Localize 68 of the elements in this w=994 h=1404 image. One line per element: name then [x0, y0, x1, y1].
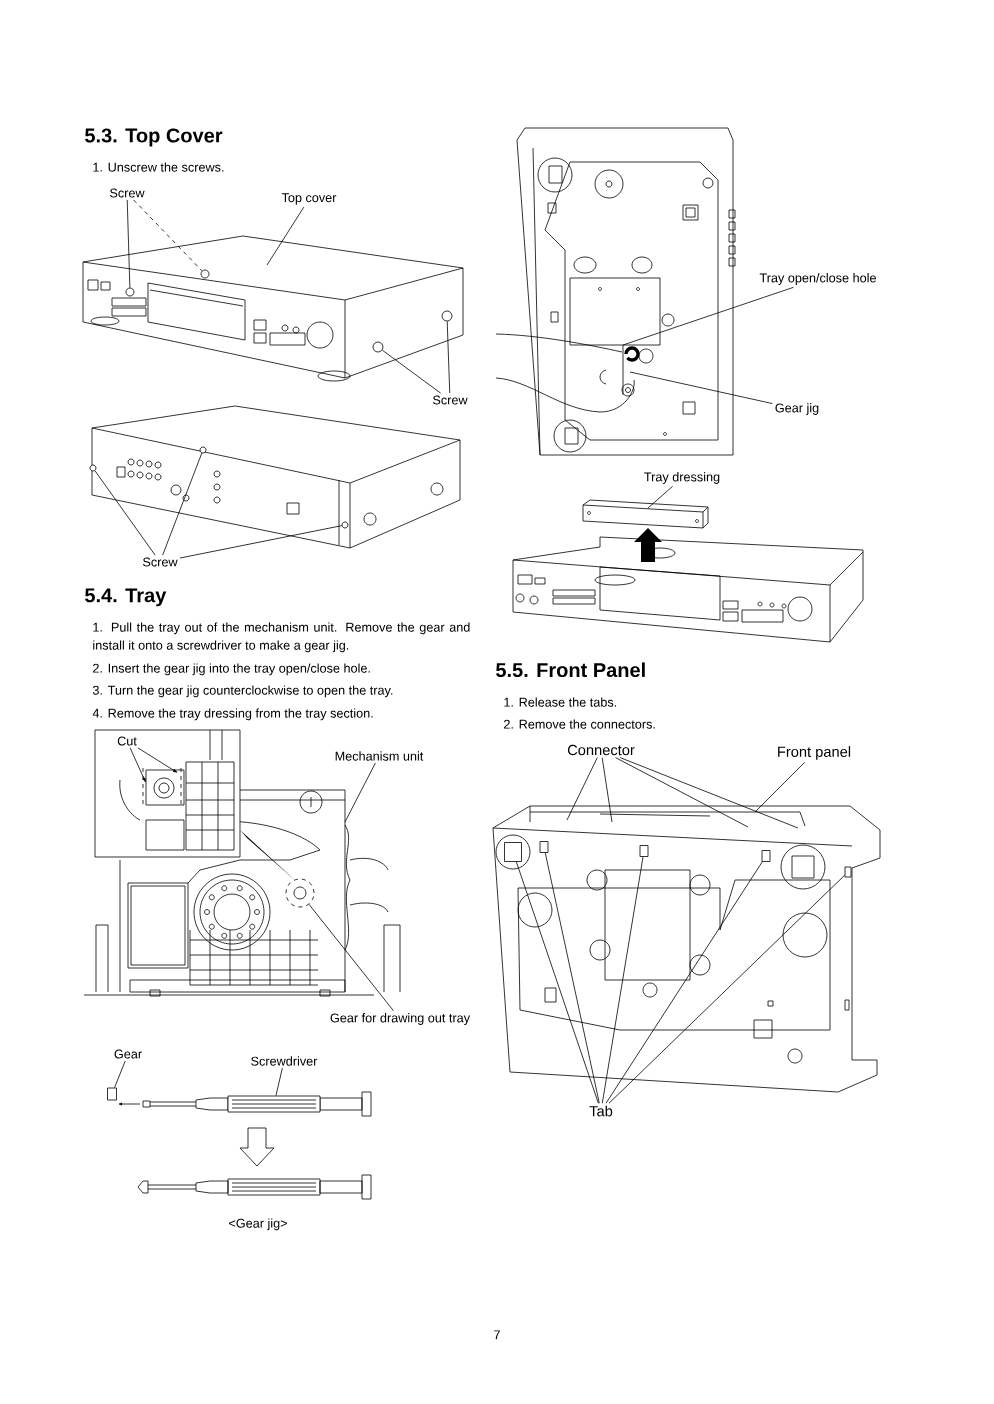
callout-label: Gear [114, 1049, 142, 1059]
caption: <Gear jig> [229, 1218, 287, 1231]
callout-label: Screw [110, 188, 145, 198]
page-number: 7 [494, 1330, 500, 1340]
tab [844, 866, 852, 878]
instruction-step: 2. Remove the connectors. [504, 719, 655, 729]
leader-line [126, 199, 131, 288]
callout-label: Screw [143, 557, 178, 567]
leader-line [629, 371, 773, 404]
instruction-step: 3. Turn the gear jig counterclockwise to open the tray. [92, 685, 393, 698]
leader-line [275, 1067, 283, 1096]
dashed-circle-mark [285, 878, 315, 908]
section-heading: 5.5. Front Panel [496, 662, 645, 678]
instruction-step: 1. Unscrew the screws. [93, 162, 224, 172]
tab [504, 842, 522, 862]
leader-line [622, 286, 794, 346]
leader-line [605, 861, 763, 1104]
leader-line [608, 874, 845, 1104]
tab [107, 1087, 117, 1101]
callout-label: Mechanism unit [335, 751, 424, 761]
callout-label: Tray dressing [644, 472, 720, 484]
leader-line [601, 856, 644, 1104]
section-heading: 5.3. Top Cover [85, 128, 223, 147]
instruction-step: 1. Release the tabs. [504, 697, 617, 707]
callout-label: Screwdriver [251, 1056, 318, 1066]
leader-line [515, 861, 599, 1104]
leader-line [133, 199, 203, 272]
callout-label: Cut [117, 736, 137, 746]
screw [341, 521, 349, 529]
leader-line [179, 525, 343, 559]
leader-line [601, 757, 613, 823]
leader-line [162, 452, 203, 556]
screw [441, 310, 453, 322]
callout-label: Gear for drawing out tray [330, 1013, 470, 1025]
leader-line [647, 485, 673, 509]
instruction-step: 4. Remove the tray dressing from the tray section. [92, 708, 373, 721]
leader-line [615, 757, 749, 828]
tab [761, 850, 771, 862]
tab [639, 845, 649, 857]
leader-line [308, 903, 394, 1012]
leader-line [619, 757, 799, 829]
screw [89, 464, 97, 472]
instruction-step: 2. Insert the gear jig into the tray open/close hole. [93, 663, 370, 676]
screw [200, 269, 210, 279]
screw [199, 446, 207, 454]
tab [539, 841, 549, 853]
leader-line [381, 349, 442, 394]
instruction-step: 1. Pull the tray out of the mechanism unit. Remove the gear and install it onto a screwdriver to make a gear jig. [93, 622, 470, 653]
callout-label: Gear jig [775, 403, 819, 415]
screw [372, 341, 384, 353]
leader-line [446, 321, 451, 394]
leader-line [266, 206, 305, 266]
callout-label: Front panel [778, 746, 851, 760]
section-heading: 5.4. Tray [85, 588, 167, 607]
leader-line [754, 761, 806, 813]
callout-label: Screw [433, 395, 468, 405]
leader-line [344, 762, 376, 823]
callout-label: Tray open/close hole [759, 273, 876, 285]
leader-line [94, 470, 156, 556]
leader-line [137, 747, 178, 773]
leader-line [114, 1060, 126, 1088]
callout-label: Connector [567, 744, 635, 756]
leader-line [544, 852, 600, 1104]
leader-line [566, 757, 598, 821]
screw [125, 287, 135, 297]
leader-line [129, 747, 146, 783]
callout-label: Tab [589, 1105, 613, 1117]
callout-label: Top cover [281, 193, 337, 205]
